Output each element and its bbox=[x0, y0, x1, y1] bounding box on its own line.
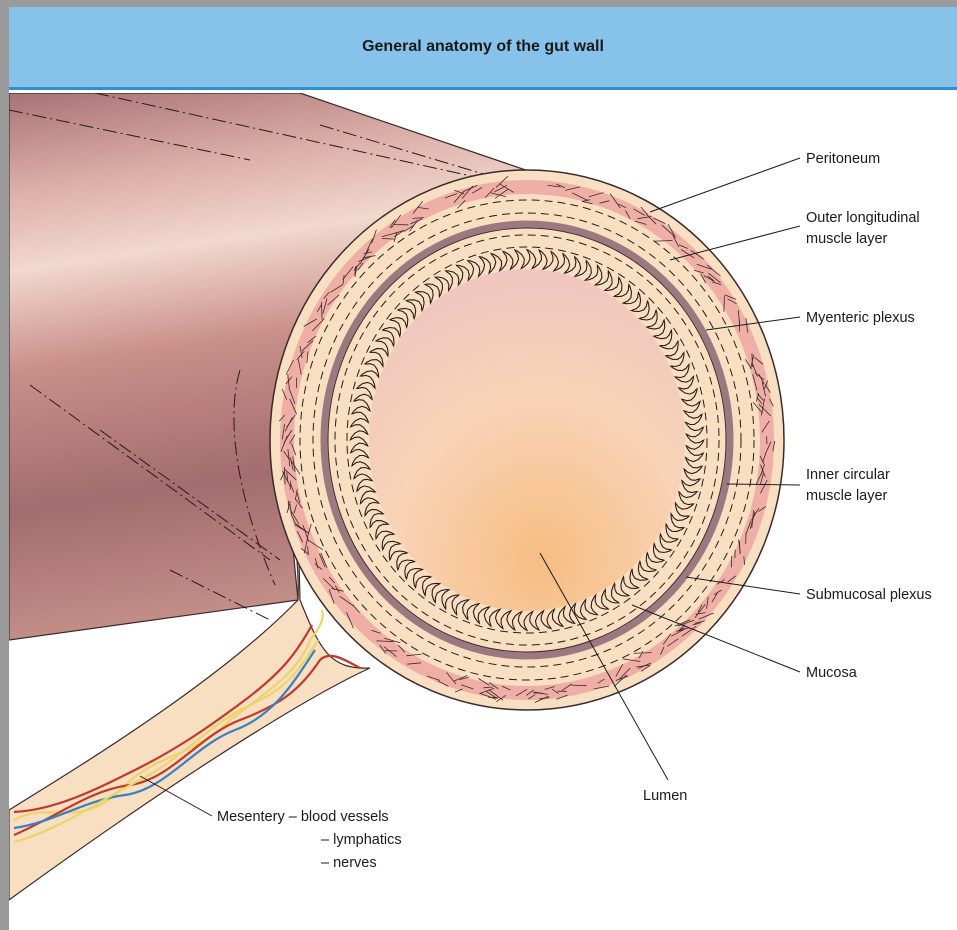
label-inner-circular-2: muscle layer bbox=[806, 488, 888, 504]
label-mesentery-2: – lymphatics bbox=[321, 832, 402, 848]
label-outer-longitudinal-2: muscle layer bbox=[806, 231, 888, 247]
lumen bbox=[369, 269, 685, 611]
label-submucosal-plexus: Submucosal plexus bbox=[806, 587, 932, 603]
muscle-fibre bbox=[724, 296, 725, 312]
label-inner-circular-1: Inner circular bbox=[806, 467, 890, 483]
label-mucosa: Mucosa bbox=[806, 665, 858, 681]
label-peritoneum: Peritoneum bbox=[806, 151, 880, 167]
label-mesentery-1: Mesentery – blood vessels bbox=[217, 809, 389, 825]
label-lumen: Lumen bbox=[643, 788, 687, 804]
label-mesentery-3: – nerves bbox=[321, 855, 377, 871]
muscle-fibre bbox=[740, 541, 741, 554]
label-myenteric-plexus: Myenteric plexus bbox=[806, 310, 915, 326]
label-outer-longitudinal-1: Outer longitudinal bbox=[806, 210, 920, 226]
